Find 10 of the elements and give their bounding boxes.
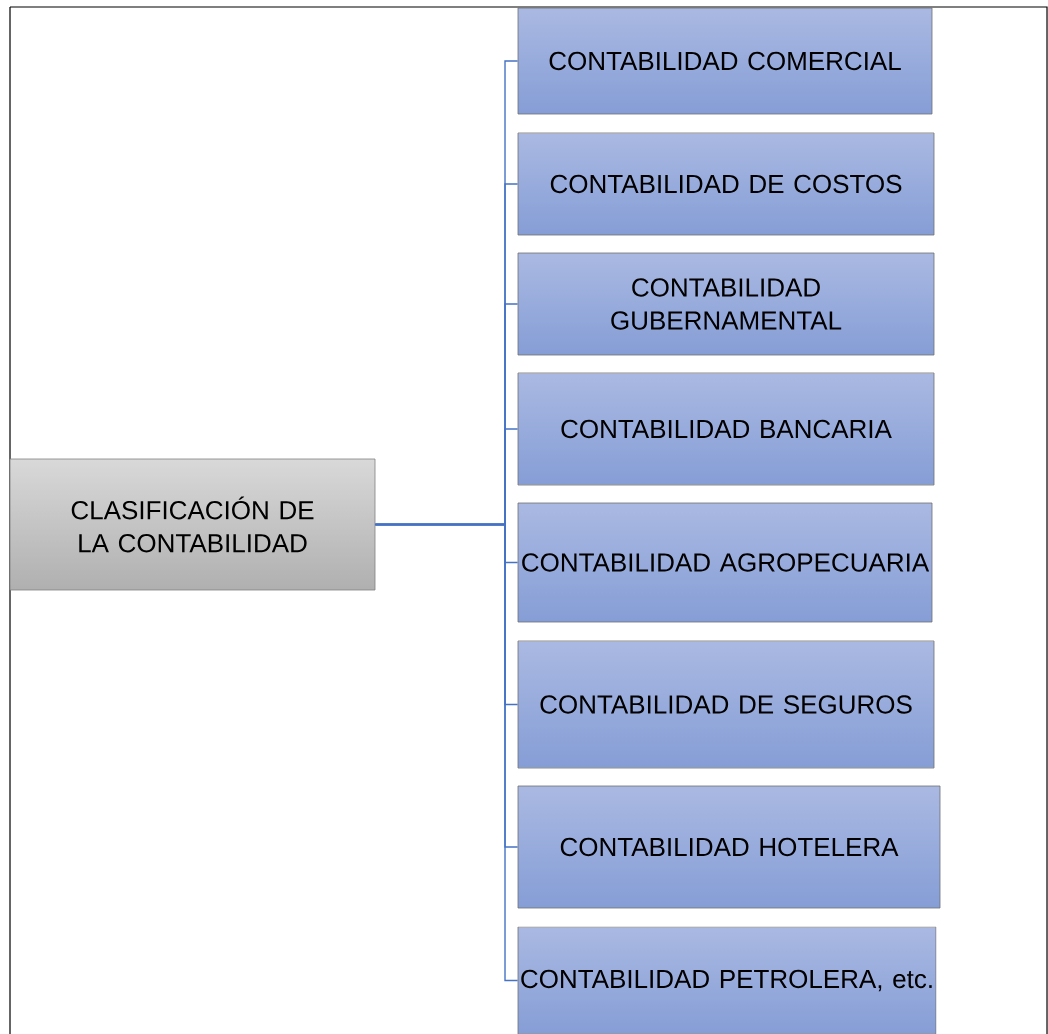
- subcategory-box: CONTABILIDAD COMERCIAL: [517, 7, 933, 115]
- subcategory-box: CONTABILIDAD HOTELERA: [517, 785, 941, 909]
- subcategory-box: CONTABILIDAD BANCARIA: [517, 372, 935, 486]
- category-box: CLASIFICACIÓN DE LA CONTABILIDAD: [9, 458, 376, 591]
- subcategory-box: CONTABILIDAD PETROLERA, etc.: [517, 926, 937, 1034]
- subcategory-box: CONTABILIDAD GUBERNAMENTAL: [517, 252, 935, 356]
- connector-line: [374, 523, 519, 982]
- subcategory-box: CONTABILIDAD DE SEGUROS: [517, 640, 935, 769]
- subcategory-box: CONTABILIDAD DE COSTOS: [517, 132, 935, 236]
- subcategory-box: CONTABILIDAD AGROPECUARIA: [517, 502, 933, 623]
